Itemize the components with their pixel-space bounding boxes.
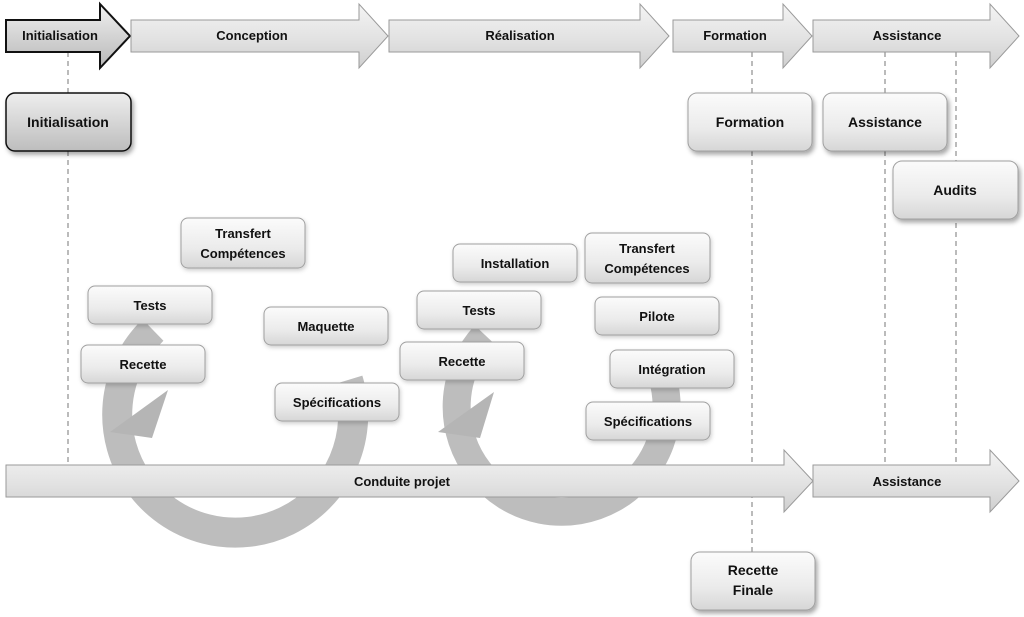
c2-transfert-line2: Compétences xyxy=(604,261,689,276)
c2-specifications-label: Spécifications xyxy=(604,414,692,429)
bottom-arrows: Conduite projet Assistance xyxy=(5,448,1020,514)
box-initialisation: Initialisation xyxy=(5,92,132,152)
c1-maquette-label: Maquette xyxy=(297,319,354,334)
phase-label-formation: Formation xyxy=(703,28,767,43)
phase-arrows: Initialisation Conception Réalisation Fo… xyxy=(5,1,1020,71)
assistance-bottom-arrow: Assistance xyxy=(812,448,1020,514)
phase-arrow-initialisation: Initialisation xyxy=(5,1,132,71)
c1-box-specifications: Spécifications xyxy=(274,382,400,422)
box-recette-finale-line2: Finale xyxy=(733,582,774,598)
box-assistance: Assistance xyxy=(822,92,948,152)
cycle-1 xyxy=(102,319,369,548)
phase-arrow-formation: Formation xyxy=(672,2,813,70)
box-formation: Formation xyxy=(687,92,813,152)
c2-box-recette: Recette xyxy=(399,341,525,381)
c2-installation-label: Installation xyxy=(481,256,550,271)
phase-label-conception: Conception xyxy=(216,28,288,43)
box-recette-finale-line1: Recette xyxy=(728,562,779,578)
phase-arrow-realisation: Réalisation xyxy=(388,2,670,70)
phase-label-assistance: Assistance xyxy=(873,28,942,43)
c1-box-tests: Tests xyxy=(87,285,213,325)
box-recette-finale: Recette Finale xyxy=(690,551,816,611)
box-assistance-label: Assistance xyxy=(848,114,922,130)
cycle-1-boxes: Transfert Compétences Tests Maquette Rec… xyxy=(80,217,400,422)
box-audits-label: Audits xyxy=(933,182,977,198)
c1-recette-label: Recette xyxy=(120,357,167,372)
c2-box-integration: Intégration xyxy=(609,349,735,389)
c2-integration-label: Intégration xyxy=(638,362,705,377)
c1-transfert-line2: Compétences xyxy=(200,246,285,261)
box-formation-label: Formation xyxy=(716,114,784,130)
c2-box-transfert-competences: Transfert Compétences xyxy=(584,232,711,284)
c1-specifications-label: Spécifications xyxy=(293,395,381,410)
cycle-1-arrowhead xyxy=(110,390,168,438)
c2-pilote-label: Pilote xyxy=(639,309,674,324)
cycle-2-arrowhead xyxy=(438,392,494,438)
phase-label-realisation: Réalisation xyxy=(485,28,554,43)
c2-box-tests: Tests xyxy=(416,290,542,330)
c1-box-recette: Recette xyxy=(80,344,206,384)
phase-arrow-assistance: Assistance xyxy=(812,2,1020,70)
box-initialisation-label: Initialisation xyxy=(27,114,109,130)
conduite-projet-arrow: Conduite projet xyxy=(5,448,814,514)
cycle-1-arc xyxy=(102,319,369,548)
c2-transfert-line1: Transfert xyxy=(619,241,675,256)
phase-label-initialisation: Initialisation xyxy=(22,28,98,43)
conduite-projet-label: Conduite projet xyxy=(354,474,451,489)
c2-recette-label: Recette xyxy=(439,354,486,369)
c2-box-pilote: Pilote xyxy=(594,296,720,336)
phase-arrow-conception: Conception xyxy=(130,2,389,70)
c1-box-maquette: Maquette xyxy=(263,306,389,346)
c2-box-installation: Installation xyxy=(452,243,578,283)
c1-tests-label: Tests xyxy=(134,298,167,313)
box-audits: Audits xyxy=(892,160,1019,220)
cycle-2-boxes: Installation Transfert Compétences Tests… xyxy=(399,232,735,441)
c2-box-specifications: Spécifications xyxy=(585,401,711,441)
c1-box-transfert-competences: Transfert Compétences xyxy=(180,217,306,269)
assistance-bottom-label: Assistance xyxy=(873,474,942,489)
c1-transfert-line1: Transfert xyxy=(215,226,271,241)
c2-tests-label: Tests xyxy=(463,303,496,318)
